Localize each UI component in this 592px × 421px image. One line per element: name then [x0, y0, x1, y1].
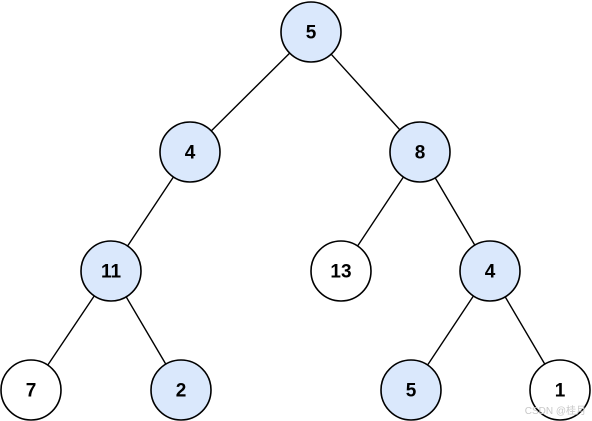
- edge-n3-n7: [125, 296, 167, 365]
- edge-n0-n2: [330, 53, 401, 131]
- tree-node: 1: [529, 359, 591, 421]
- node-label: 4: [485, 262, 496, 283]
- edge-n5-n9: [504, 296, 546, 365]
- node-label: 8: [415, 143, 426, 164]
- tree-node: 5: [280, 1, 342, 63]
- tree-node: 4: [159, 121, 221, 183]
- tree-node: 8: [389, 121, 451, 183]
- node-circle: [0, 359, 62, 421]
- watermark: CSDN @桂月: [524, 406, 586, 417]
- tree-node: 7: [0, 359, 62, 421]
- node-label: 13: [330, 262, 351, 283]
- node-circle: [459, 240, 521, 302]
- node-label: 2: [176, 381, 187, 402]
- edge-n1-n3: [127, 176, 174, 247]
- node-circle: [280, 1, 342, 63]
- node-circle: [380, 359, 442, 421]
- tree-node: 2: [150, 359, 212, 421]
- node-circle: [529, 359, 591, 421]
- node-label: 1: [555, 381, 566, 402]
- edge-n3-n6: [47, 295, 95, 366]
- edges-layer: [47, 52, 546, 366]
- node-circle: [389, 121, 451, 183]
- node-circle: [310, 240, 372, 302]
- node-label: 5: [406, 381, 417, 402]
- edge-n2-n5: [434, 177, 476, 246]
- edge-n2-n4: [357, 176, 404, 247]
- node-circle: [150, 359, 212, 421]
- tree-node: 13: [310, 240, 372, 302]
- node-label: 11: [101, 262, 122, 283]
- node-label: 7: [26, 381, 37, 402]
- node-label: 4: [185, 143, 196, 164]
- edge-n0-n1: [210, 52, 291, 132]
- node-circle: [80, 240, 142, 302]
- node-circle: [159, 121, 221, 183]
- tree-node: 4: [459, 240, 521, 302]
- edge-n5-n8: [427, 295, 474, 366]
- node-label: 5: [306, 23, 317, 44]
- tree-node: 5: [380, 359, 442, 421]
- tree-node: 11: [80, 240, 142, 302]
